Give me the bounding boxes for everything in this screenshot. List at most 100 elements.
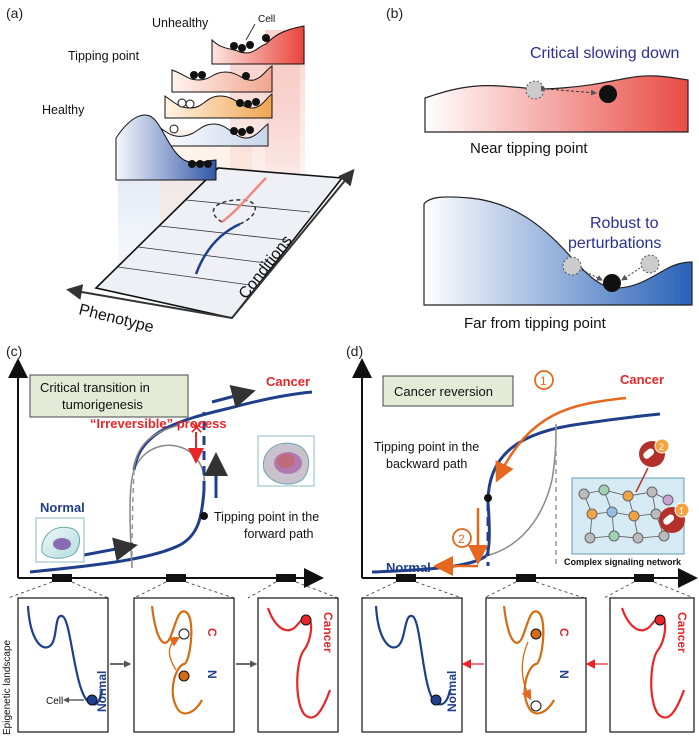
tipping-label-line2: backward path xyxy=(386,457,467,471)
landscape-curve xyxy=(374,605,452,706)
step-badge-2 xyxy=(452,528,472,548)
unstable-branch xyxy=(485,423,557,557)
landscape-near-tipping xyxy=(424,75,689,133)
drug-2-number: 2 xyxy=(659,442,664,452)
panel-a-label: (a) xyxy=(6,5,23,21)
state-label-healthy: Healthy xyxy=(42,103,85,117)
slow-recovery-arrow xyxy=(540,85,597,96)
normal-vertical-label: Normal xyxy=(95,671,109,712)
landscape-curve xyxy=(502,605,555,715)
landscape-unhealthy xyxy=(211,25,305,65)
cell-ball xyxy=(300,614,312,626)
cell-ball-empty xyxy=(178,628,190,640)
forward-arrow xyxy=(211,384,256,409)
landscape-y-label: Epigenetic landscape xyxy=(2,639,13,735)
upper-branch xyxy=(486,412,661,503)
cell-ball xyxy=(603,274,621,292)
title-box xyxy=(382,375,514,407)
cell-ball xyxy=(430,694,442,706)
landscape-curve xyxy=(620,607,686,719)
landscape-tipping xyxy=(171,65,273,93)
perturbed-cell-right xyxy=(640,254,660,274)
state-label-tipping: Tipping point xyxy=(68,49,140,63)
cancer-vertical-label: Cancer xyxy=(321,612,335,653)
landscape-near xyxy=(151,121,269,147)
axis-marker xyxy=(396,574,416,582)
title-box-line2: tumorigenesis xyxy=(62,397,143,412)
cell-ball xyxy=(178,670,190,682)
blocked-x-icon: ✕ xyxy=(189,418,204,438)
cell-ball xyxy=(530,628,542,640)
cancer-cell-icon xyxy=(257,435,315,487)
drug-1-number: 1 xyxy=(679,506,684,516)
cell-label: Cell xyxy=(46,696,63,707)
transition-arrow xyxy=(521,641,532,701)
cell-pointer xyxy=(245,23,256,41)
panel-c-label: (c) xyxy=(6,343,22,359)
robust-title-line2: perturbations xyxy=(568,235,661,252)
perturbed-cell-left xyxy=(562,256,582,276)
landscape-curve xyxy=(266,607,332,719)
title-box xyxy=(29,374,189,418)
landscape-far-tipping xyxy=(423,196,693,306)
transition-arrow xyxy=(168,636,181,671)
forward-arrow xyxy=(83,537,138,562)
normal-label: Normal xyxy=(40,500,85,515)
conditions-axis xyxy=(231,168,355,319)
far-tipping-caption: Far from tipping point xyxy=(464,315,607,332)
n-label: N xyxy=(205,670,219,679)
near-tipping-caption: Near tipping point xyxy=(470,140,588,157)
step-badge-1-label: 1 xyxy=(540,374,547,388)
tipping-label-line1: Tipping point in the xyxy=(214,510,319,524)
tipping-point-marker xyxy=(200,512,208,520)
panel-c: (c) Critical transition in tumorigenesis… xyxy=(6,343,324,588)
cell-ball-empty xyxy=(530,700,542,712)
backward-arrow-1 xyxy=(495,396,627,483)
unstable-branch xyxy=(212,199,257,225)
landscape-box xyxy=(17,597,109,733)
landscape-box xyxy=(257,597,339,733)
panel-d: (d) Cancer reversion 1 2 Cancer Normal T… xyxy=(346,343,698,588)
drug-icon-2 xyxy=(635,438,670,493)
title-box-text: Cancer reversion xyxy=(394,384,493,399)
critical-slowing-title: Critical slowing down xyxy=(530,45,679,62)
stable-branch-healthy xyxy=(194,222,241,275)
normal-vertical-label: Normal xyxy=(445,671,459,712)
unstable-dashed xyxy=(131,469,135,569)
axis-marker xyxy=(516,574,536,582)
tipping-label-line1: Tipping point in the xyxy=(374,440,479,454)
cancer-label: Cancer xyxy=(266,374,310,389)
perturbed-cell xyxy=(525,80,545,100)
cell-ball xyxy=(86,694,98,706)
cancer-vertical-label: Cancer xyxy=(675,612,689,653)
tipping-label-line2: forward path xyxy=(244,527,314,541)
zoom-guides xyxy=(7,581,695,599)
network-label: Complex signaling network xyxy=(564,557,682,567)
title-box-line1: Critical transition in xyxy=(40,380,150,395)
upper-unstable xyxy=(133,424,181,471)
landscape-row: Epigenetic landscape Cell Normal C N Can… xyxy=(2,597,695,735)
cancer-label: Cancer xyxy=(620,372,664,387)
panel-b: (b) Critical slowing down Near tipping p… xyxy=(386,5,693,332)
c-label: C xyxy=(557,628,571,637)
landscape-intermediate xyxy=(164,93,273,119)
phenotype-axis xyxy=(66,284,233,319)
irreversible-label: “Irreversible” process xyxy=(90,416,227,431)
axis-marker xyxy=(52,574,72,582)
step-badge-2-label: 2 xyxy=(458,532,465,546)
normal-label: Normal xyxy=(386,560,431,575)
axis-marker xyxy=(276,574,296,582)
robust-title-line1: Robust to xyxy=(590,215,659,232)
landscape-healthy xyxy=(115,114,217,181)
axis-marker xyxy=(166,574,186,582)
normal-cell-icon xyxy=(35,517,85,563)
stable-branch-unhealthy xyxy=(221,177,267,223)
axis-marker xyxy=(634,574,654,582)
panel-a: (a) Phenotype Conditions xyxy=(6,5,355,336)
panel-b-label: (b) xyxy=(386,5,403,21)
cell-ball xyxy=(654,614,666,626)
state-label-unhealthy: Unhealthy xyxy=(152,16,209,30)
cell-label: Cell xyxy=(258,14,275,25)
step-badge-1 xyxy=(534,370,554,390)
